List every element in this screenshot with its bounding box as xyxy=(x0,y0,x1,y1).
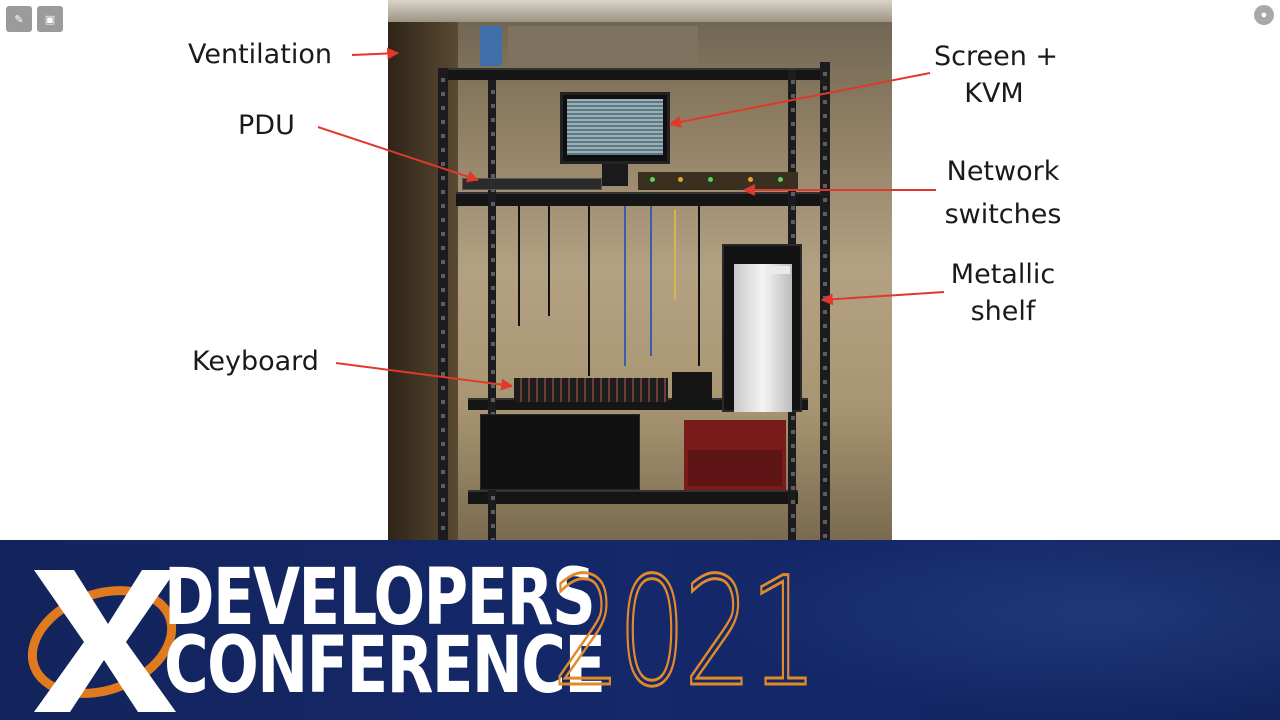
power-cable xyxy=(518,206,520,326)
data-cable xyxy=(588,206,590,376)
label-pdu: PDU xyxy=(238,110,295,141)
rack-photo xyxy=(388,0,892,540)
banner-year: 2021 xyxy=(551,546,819,720)
label-ventilation: Ventilation xyxy=(188,39,332,70)
pdu-strip xyxy=(462,178,602,190)
shelf-post-right-front xyxy=(820,62,830,540)
label-network-line2: switches xyxy=(944,199,1062,230)
tower-pc xyxy=(722,244,802,412)
network-cable xyxy=(650,206,652,356)
user-avatar-icon[interactable]: ● xyxy=(1254,5,1274,25)
power-cable xyxy=(548,206,550,316)
conference-banner: DEVELOPERS CONFERENCE 2021 xyxy=(0,540,1280,720)
data-cable xyxy=(698,206,700,366)
shelf-post-left-front xyxy=(438,68,448,540)
shelf-second xyxy=(456,192,820,206)
upper-storage-box xyxy=(508,26,698,66)
label-shelf-line1: Metallic xyxy=(950,259,1056,290)
pen-icon[interactable]: ✎ xyxy=(6,6,32,32)
label-network-line1: Network xyxy=(946,156,1060,187)
ceiling xyxy=(388,0,892,22)
network-switch xyxy=(638,172,798,190)
red-laptop xyxy=(684,420,786,490)
label-screen-kvm-line1: Screen + xyxy=(934,41,1059,72)
keyboard xyxy=(514,378,668,402)
banner-title-line1: DEVELOPERS xyxy=(164,553,596,643)
monitor-stand xyxy=(602,164,628,186)
banner-title-line2: CONFERENCE xyxy=(164,621,606,711)
shelf-top xyxy=(440,68,830,80)
small-device xyxy=(672,372,712,406)
x-logo-icon xyxy=(27,570,177,712)
layout-icon[interactable]: ▣ xyxy=(37,6,63,32)
network-cable xyxy=(674,210,676,300)
banner-background-pattern xyxy=(700,540,1280,720)
network-cable xyxy=(624,206,626,366)
label-keyboard: Keyboard xyxy=(192,346,319,377)
presentation-slide: Ventilation PDU Keyboard Screen + KVM Ne… xyxy=(188,0,1062,540)
label-shelf-line2: shelf xyxy=(970,296,1036,327)
ventilation-unit xyxy=(480,26,502,66)
shelf-post-left-back xyxy=(488,80,496,540)
shelf-bottom xyxy=(468,490,798,504)
kvm-monitor xyxy=(560,92,670,164)
lower-pc xyxy=(480,414,640,490)
label-screen-kvm-line2: KVM xyxy=(964,78,1024,109)
